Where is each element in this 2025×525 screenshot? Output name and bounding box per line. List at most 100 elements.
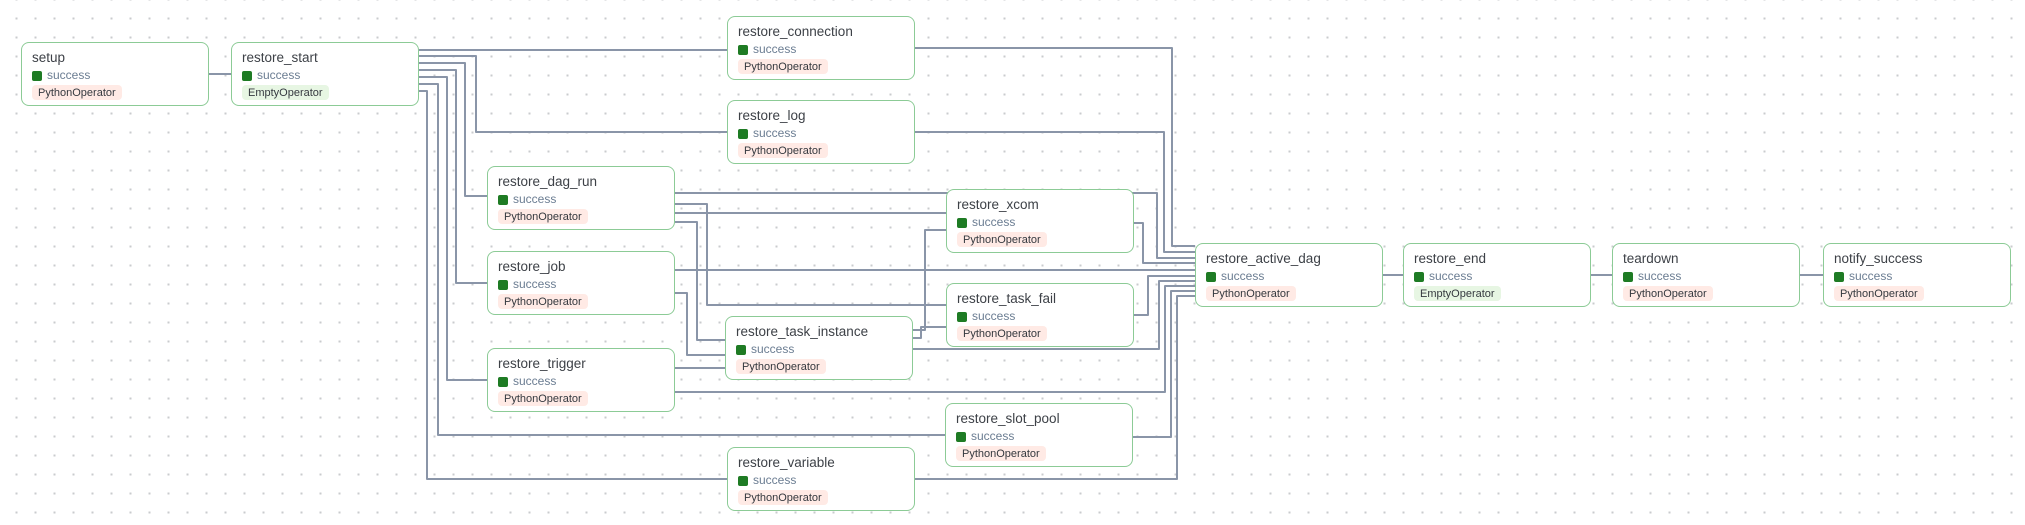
edge-restore_dag_run-to-restore_task_instance bbox=[675, 221, 725, 341]
task-state-label: success bbox=[753, 473, 797, 487]
success-status-icon bbox=[498, 376, 508, 387]
operator-pill: PythonOperator bbox=[32, 85, 122, 100]
task-state-label: success bbox=[513, 192, 557, 206]
task-node-restore_log[interactable]: restore_log success PythonOperator bbox=[727, 100, 915, 164]
task-status-row: success bbox=[32, 69, 198, 82]
success-status-icon bbox=[498, 279, 508, 290]
edge-restore_start-to-restore_slot_pool bbox=[419, 83, 945, 436]
operator-pill: PythonOperator bbox=[736, 359, 826, 374]
operator-pill: EmptyOperator bbox=[1414, 286, 1501, 301]
success-status-icon bbox=[738, 128, 748, 139]
task-name: restore_job bbox=[498, 259, 566, 274]
edge-restore_slot_pool-to-restore_active_dag bbox=[1133, 290, 1195, 438]
success-status-icon bbox=[738, 44, 748, 55]
success-status-icon bbox=[1414, 271, 1424, 282]
task-node-restore_job[interactable]: restore_job success PythonOperator bbox=[487, 251, 675, 315]
task-node-restore_trigger[interactable]: restore_trigger success PythonOperator bbox=[487, 348, 675, 412]
edge-restore_task_instance-to-restore_active_dag bbox=[913, 280, 1195, 350]
task-name: notify_success bbox=[1834, 251, 1923, 266]
task-state-label: success bbox=[1849, 269, 1893, 283]
operator-pill: PythonOperator bbox=[498, 391, 588, 406]
task-status-row: success bbox=[498, 193, 664, 206]
task-node-restore_task_instance[interactable]: restore_task_instance success PythonOper… bbox=[725, 316, 913, 380]
success-status-icon bbox=[32, 70, 42, 81]
task-state-label: success bbox=[1429, 269, 1473, 283]
task-name: teardown bbox=[1623, 251, 1679, 266]
operator-pill: PythonOperator bbox=[957, 326, 1047, 341]
edge-restore_start-to-restore_dag_run bbox=[419, 62, 487, 197]
success-status-icon bbox=[1206, 271, 1216, 282]
edge-restore_task_fail-to-restore_active_dag bbox=[1134, 275, 1195, 316]
task-status-row: success bbox=[956, 430, 1122, 443]
task-node-restore_end[interactable]: restore_end success EmptyOperator bbox=[1403, 243, 1591, 307]
operator-pill: PythonOperator bbox=[738, 490, 828, 505]
task-name: setup bbox=[32, 50, 66, 65]
edge-restore_dag_run-to-restore_task_fail bbox=[675, 203, 946, 306]
task-status-row: success bbox=[1834, 270, 2000, 283]
operator-pill: PythonOperator bbox=[956, 446, 1046, 461]
task-state-label: success bbox=[972, 309, 1016, 323]
operator-pill: PythonOperator bbox=[498, 209, 588, 224]
task-name: restore_task_fail bbox=[957, 291, 1057, 306]
task-name: restore_log bbox=[738, 108, 806, 123]
task-status-row: success bbox=[1414, 270, 1580, 283]
task-status-row: success bbox=[738, 43, 904, 56]
success-status-icon bbox=[956, 431, 966, 442]
edge-restore_start-to-restore_variable bbox=[419, 90, 727, 480]
task-name: restore_slot_pool bbox=[956, 411, 1060, 426]
operator-pill: PythonOperator bbox=[738, 143, 828, 158]
task-node-restore_connection[interactable]: restore_connection success PythonOperato… bbox=[727, 16, 915, 80]
success-status-icon bbox=[1834, 271, 1844, 282]
edge-restore_dag_run-to-restore_active_dag bbox=[675, 192, 1195, 259]
task-name: restore_active_dag bbox=[1206, 251, 1321, 266]
task-status-row: success bbox=[738, 474, 904, 487]
task-status-row: success bbox=[736, 343, 902, 356]
task-state-label: success bbox=[1221, 269, 1265, 283]
edge-restore_start-to-restore_trigger bbox=[419, 76, 487, 381]
success-status-icon bbox=[957, 217, 967, 228]
task-node-restore_xcom[interactable]: restore_xcom success PythonOperator bbox=[946, 189, 1134, 253]
edge-restore_variable-to-restore_active_dag bbox=[915, 295, 1195, 480]
task-state-label: success bbox=[257, 68, 301, 82]
task-status-row: success bbox=[498, 375, 664, 388]
task-name: restore_dag_run bbox=[498, 174, 598, 189]
task-state-label: success bbox=[751, 342, 795, 356]
operator-pill: PythonOperator bbox=[498, 294, 588, 309]
task-node-restore_task_fail[interactable]: restore_task_fail success PythonOperator bbox=[946, 283, 1134, 347]
edge-restore_start-to-restore_job bbox=[419, 69, 487, 284]
success-status-icon bbox=[736, 344, 746, 355]
task-node-setup[interactable]: setup success PythonOperator bbox=[21, 42, 209, 106]
operator-pill: PythonOperator bbox=[738, 59, 828, 74]
task-name: restore_trigger bbox=[498, 356, 586, 371]
task-node-teardown[interactable]: teardown success PythonOperator bbox=[1612, 243, 1800, 307]
task-status-row: success bbox=[957, 310, 1123, 323]
edge-restore_log-to-restore_active_dag bbox=[915, 131, 1195, 253]
task-node-notify_success[interactable]: notify_success success PythonOperator bbox=[1823, 243, 2011, 307]
task-node-restore_start[interactable]: restore_start success EmptyOperator bbox=[231, 42, 419, 106]
task-status-row: success bbox=[957, 216, 1123, 229]
task-name: restore_task_instance bbox=[736, 324, 869, 339]
operator-pill: PythonOperator bbox=[957, 232, 1047, 247]
task-status-row: success bbox=[1623, 270, 1789, 283]
task-node-restore_dag_run[interactable]: restore_dag_run success PythonOperator bbox=[487, 166, 675, 230]
task-state-label: success bbox=[753, 42, 797, 56]
task-node-restore_variable[interactable]: restore_variable success PythonOperator bbox=[727, 447, 915, 511]
task-status-row: success bbox=[498, 278, 664, 291]
edge-restore_trigger-to-restore_active_dag bbox=[675, 285, 1195, 393]
operator-pill: EmptyOperator bbox=[242, 85, 329, 100]
task-name: restore_start bbox=[242, 50, 318, 65]
success-status-icon bbox=[738, 475, 748, 486]
success-status-icon bbox=[498, 194, 508, 205]
success-status-icon bbox=[242, 70, 252, 81]
task-state-label: success bbox=[972, 215, 1016, 229]
task-state-label: success bbox=[513, 277, 557, 291]
operator-pill: PythonOperator bbox=[1206, 286, 1296, 301]
task-node-restore_slot_pool[interactable]: restore_slot_pool success PythonOperator bbox=[945, 403, 1133, 467]
edge-restore_job-to-restore_task_instance bbox=[675, 292, 725, 356]
task-state-label: success bbox=[513, 374, 557, 388]
edge-restore_task_instance-to-restore_task_fail bbox=[913, 326, 946, 339]
task-node-restore_active_dag[interactable]: restore_active_dag success PythonOperato… bbox=[1195, 243, 1383, 307]
task-state-label: success bbox=[47, 68, 91, 82]
